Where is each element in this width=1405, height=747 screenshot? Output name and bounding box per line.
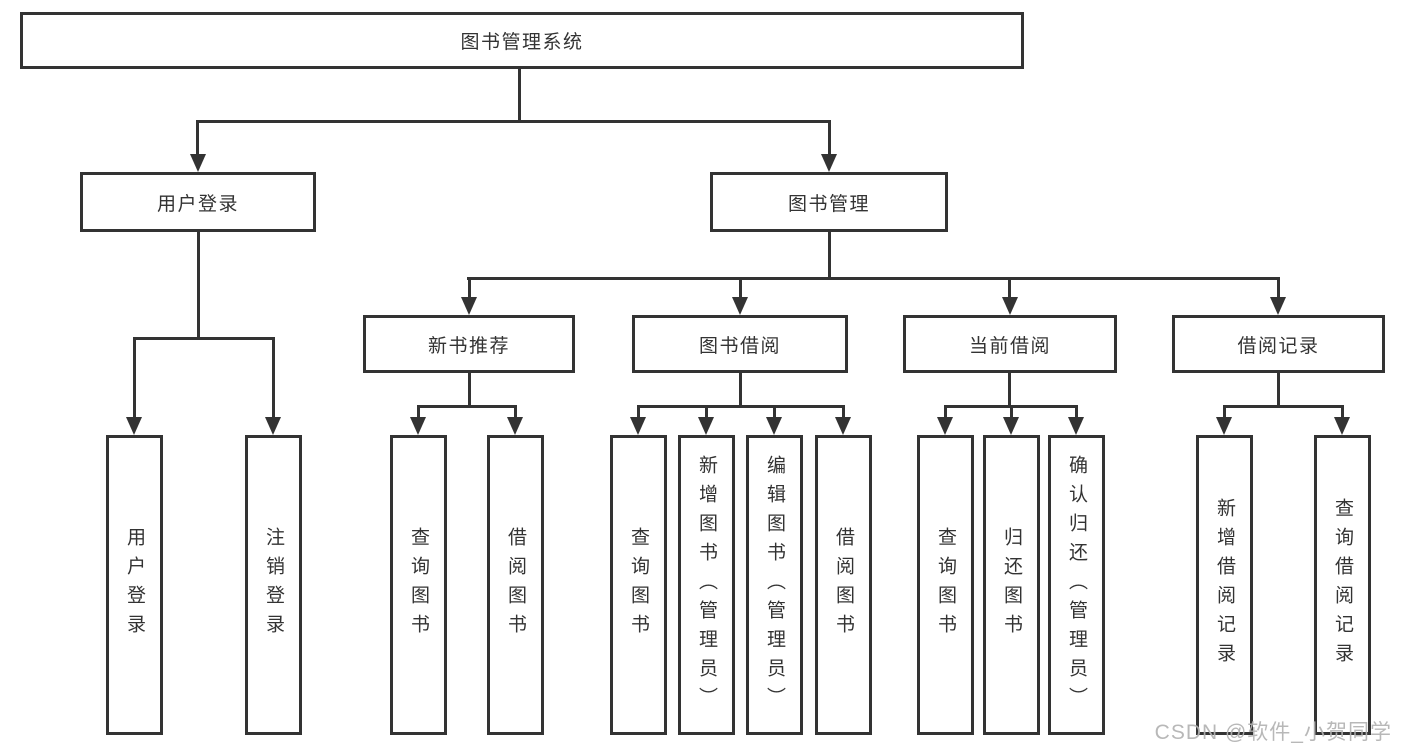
arrow-down-icon xyxy=(461,297,477,315)
leaf-add-books-admin: 新增图书（管理员） xyxy=(678,435,735,735)
leaf-confirm-return-admin: 确认归还（管理员） xyxy=(1048,435,1105,735)
connector-segment xyxy=(514,405,517,421)
arrow-down-icon xyxy=(1216,417,1232,435)
leaf-return-books: 归还图书 xyxy=(983,435,1040,735)
leaf-query-books-recommend: 查询图书 xyxy=(390,435,447,735)
arrow-down-icon xyxy=(126,417,142,435)
arrow-down-icon xyxy=(821,154,837,172)
leaf-query-books-current: 查询图书 xyxy=(917,435,974,735)
connector-segment xyxy=(1010,405,1013,421)
connector-segment xyxy=(468,373,471,405)
connector-segment xyxy=(637,405,640,421)
connector-segment xyxy=(773,405,776,421)
connector-segment xyxy=(468,277,471,299)
arrow-down-icon xyxy=(190,154,206,172)
node-user-login: 用户登录 xyxy=(80,172,316,232)
node-borrowing-records: 借阅记录 xyxy=(1172,315,1385,373)
connector-segment xyxy=(739,277,742,299)
arrow-down-icon xyxy=(698,417,714,435)
leaf-logout: 注销登录 xyxy=(245,435,302,735)
connector-segment xyxy=(1223,405,1344,408)
connector-segment xyxy=(1008,277,1011,299)
arrow-down-icon xyxy=(1002,297,1018,315)
connector-segment xyxy=(1223,405,1226,421)
connector-segment xyxy=(272,337,275,419)
connector-segment xyxy=(705,405,708,421)
connector-segment xyxy=(842,405,845,421)
connector-segment xyxy=(739,373,742,405)
connector-segment xyxy=(637,405,845,408)
connector-segment xyxy=(1075,405,1078,421)
arrow-down-icon xyxy=(1270,297,1286,315)
arrow-down-icon xyxy=(507,417,523,435)
connector-segment xyxy=(1341,405,1344,421)
node-book-management: 图书管理 xyxy=(710,172,948,232)
connector-segment xyxy=(518,69,521,120)
arrow-down-icon xyxy=(835,417,851,435)
connector-segment xyxy=(828,120,831,156)
connector-segment xyxy=(1008,373,1011,405)
leaf-add-borrow-record: 新增借阅记录 xyxy=(1196,435,1253,735)
arrow-down-icon xyxy=(766,417,782,435)
arrow-down-icon xyxy=(732,297,748,315)
connector-segment xyxy=(1277,277,1280,299)
node-current-borrowing: 当前借阅 xyxy=(903,315,1117,373)
arrow-down-icon xyxy=(937,417,953,435)
connector-segment xyxy=(133,337,136,419)
leaf-user-login: 用户登录 xyxy=(106,435,163,735)
arrow-down-icon xyxy=(410,417,426,435)
connector-segment xyxy=(196,120,199,156)
leaf-query-borrow-record: 查询借阅记录 xyxy=(1314,435,1371,735)
arrow-down-icon xyxy=(1003,417,1019,435)
connector-segment xyxy=(417,405,517,408)
arrow-down-icon xyxy=(1334,417,1350,435)
leaf-query-books-borrowing: 查询图书 xyxy=(610,435,667,735)
csdn-watermark: CSDN @软件_小贺同学 xyxy=(1154,721,1392,744)
connector-segment xyxy=(417,405,420,421)
arrow-down-icon xyxy=(630,417,646,435)
connector-segment xyxy=(467,277,1280,280)
connector-segment xyxy=(944,405,947,421)
leaf-edit-books-admin: 编辑图书（管理员） xyxy=(746,435,803,735)
node-new-book-recommendation: 新书推荐 xyxy=(363,315,575,373)
node-root-library-management-system: 图书管理系统 xyxy=(20,12,1024,69)
connector-segment xyxy=(1277,373,1280,405)
connector-segment xyxy=(197,232,200,337)
connector-segment xyxy=(196,120,831,123)
leaf-borrow-books-borrowing: 借阅图书 xyxy=(815,435,872,735)
arrow-down-icon xyxy=(265,417,281,435)
connector-segment xyxy=(133,337,275,340)
leaf-borrow-books-recommend: 借阅图书 xyxy=(487,435,544,735)
connector-segment xyxy=(828,232,831,277)
arrow-down-icon xyxy=(1068,417,1084,435)
node-book-borrowing: 图书借阅 xyxy=(632,315,848,373)
